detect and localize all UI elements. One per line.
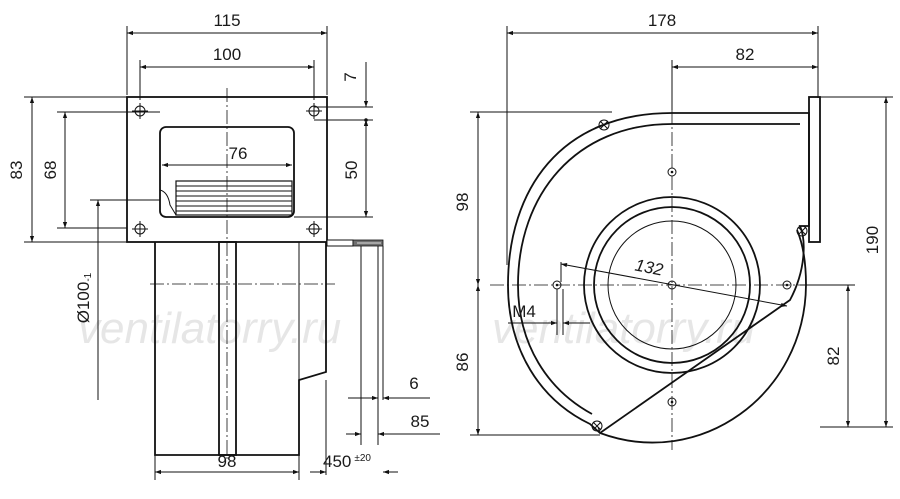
dim-98-depth: 98: [218, 452, 237, 471]
screw-bottom-left: [591, 420, 603, 432]
cable: [326, 239, 384, 247]
dim-82-bottom: 82: [824, 347, 843, 366]
watermark-left: ventilatorry.ru: [78, 304, 341, 353]
dim-7: 7: [341, 72, 360, 81]
dim-98-height: 98: [453, 193, 472, 212]
dim-100: 100: [213, 45, 241, 64]
dim-50: 50: [342, 161, 361, 180]
dim-85: 85: [411, 412, 430, 431]
volute-housing: [507, 112, 810, 435]
side-view: 115 100 76 83 68 Ø100-1 7 50: [7, 11, 440, 480]
body-housing: [154, 242, 327, 456]
dim-86: 86: [453, 353, 472, 372]
dim-83: 83: [7, 161, 26, 180]
dim-diameter-100-main: Ø100: [74, 282, 93, 324]
watermark-right: ventilatorry.ru: [492, 304, 755, 353]
dim-diameter-100-tol: -1: [83, 272, 94, 281]
mount-bosses: [552, 167, 792, 407]
dim-68: 68: [41, 161, 60, 180]
dim-450: 450±20: [323, 452, 371, 471]
dim-6: 6: [409, 374, 418, 393]
dim-132: 132: [633, 256, 665, 280]
flange-holes: [132, 103, 322, 237]
dim-178: 178: [648, 11, 676, 30]
screw-right: [796, 225, 808, 237]
dim-115: 115: [213, 11, 240, 30]
dim-450-main: 450: [323, 452, 351, 471]
front-view: 178 82 98 86 190 82: [453, 11, 893, 450]
impeller-blades: [159, 180, 293, 216]
dim-450-tol: ±20: [354, 453, 371, 464]
dim-82-top: 82: [736, 45, 755, 64]
front-flange: [808, 96, 821, 243]
label-m4: M4: [512, 302, 536, 321]
motor-shaft-housing: [218, 241, 237, 456]
dim-diameter-100: Ø100-1: [74, 272, 94, 323]
dim-190: 190: [863, 226, 882, 254]
dim-76: 76: [229, 144, 248, 163]
screw-top-left: [598, 119, 610, 131]
